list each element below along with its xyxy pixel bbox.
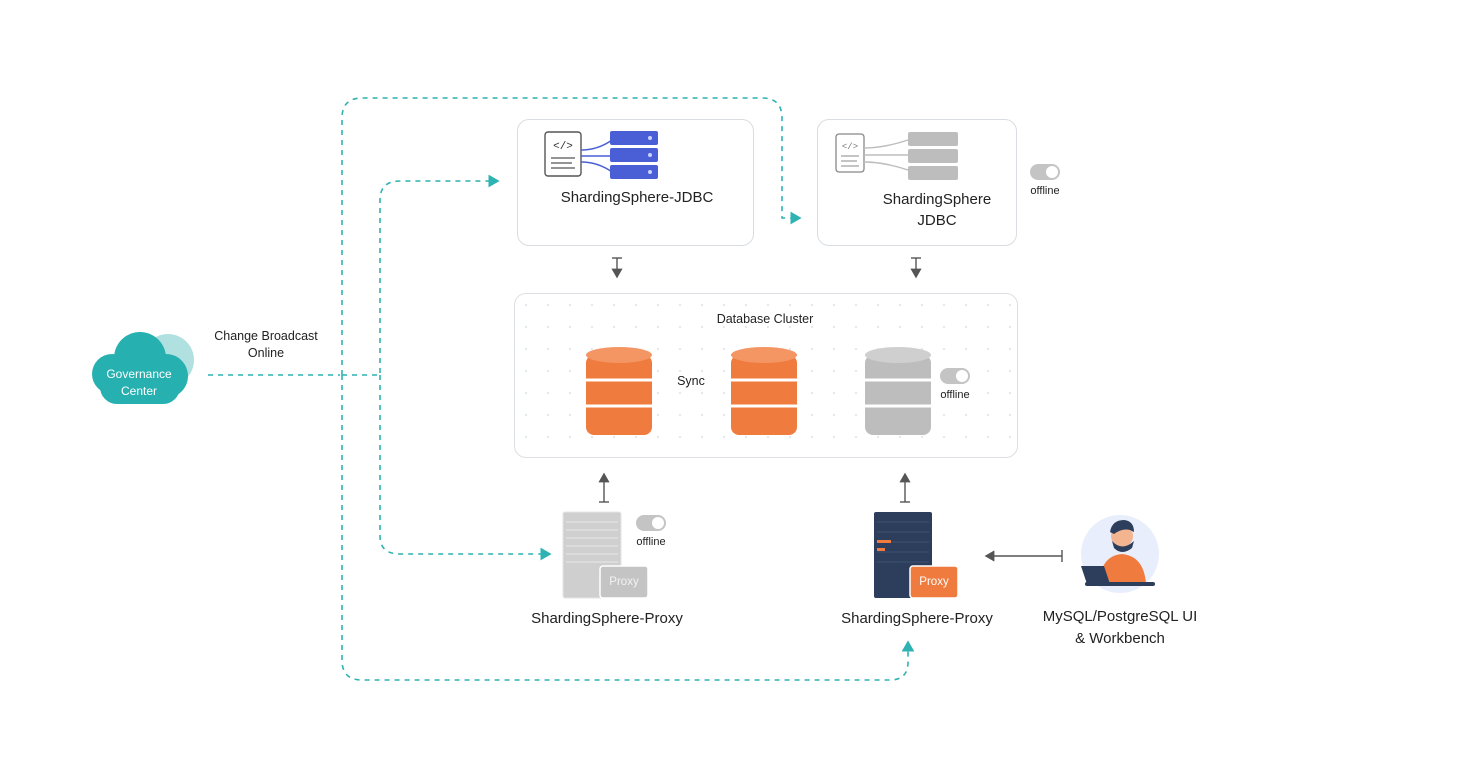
jdbc-offline-label: ShardingSphere JDBC (882, 191, 992, 229)
proxy-offline-label: ShardingSphere-Proxy (531, 610, 683, 627)
proxy-online-label: ShardingSphere-Proxy (841, 610, 993, 627)
jdbc-offline-toggle[interactable] (1030, 164, 1060, 180)
proxy-offline-toggle[interactable] (636, 515, 666, 531)
proxy-offline-badge: Proxy (609, 576, 639, 588)
proxy-offline-status: offline (636, 536, 666, 548)
database-offline-status: offline (940, 389, 970, 401)
broadcast-label: Change Broadcast Online (214, 329, 318, 360)
jdbc-offline-status: offline (1030, 185, 1060, 197)
governance-center-label: Governance Center (106, 367, 172, 398)
client-label: MySQL/PostgreSQL UI & Workbench (1042, 608, 1198, 647)
database-primary-icon (586, 347, 652, 435)
svg-text:</>: </> (553, 141, 573, 153)
jdbc-online-label: ShardingSphere-JDBC (560, 189, 714, 206)
sync-label: Sync (677, 374, 705, 388)
link-to-proxy-online (341, 375, 915, 681)
link-to-jdbc-online (342, 174, 500, 376)
proxy-online-badge: Proxy (919, 576, 949, 588)
link-to-proxy-offline (379, 375, 552, 561)
database-replica-icon (731, 347, 797, 435)
database-cluster-title: Database Cluster (716, 312, 814, 326)
database-offline-toggle[interactable] (940, 368, 970, 384)
svg-text:</>: </> (842, 142, 858, 152)
database-offline-icon (865, 347, 931, 435)
